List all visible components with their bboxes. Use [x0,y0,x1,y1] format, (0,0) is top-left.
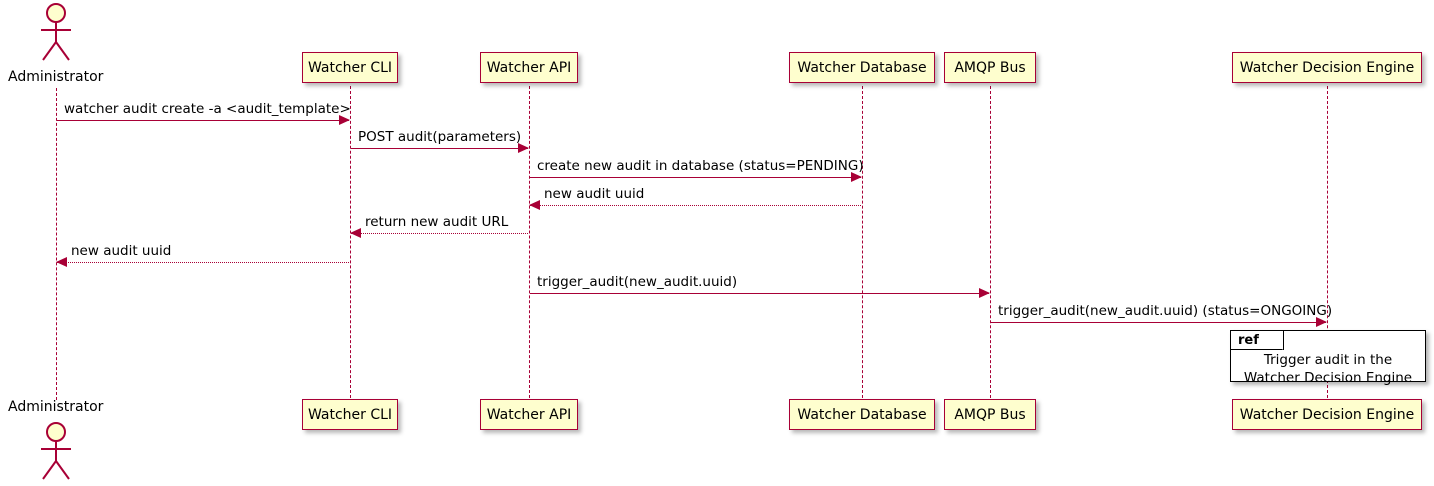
message-label: new audit uuid [544,186,645,203]
lifeline-watcher-database [862,86,863,398]
message-line [57,262,349,263]
ref-fragment-body: Trigger audit in the Watcher Decision En… [1231,352,1425,387]
actor-administrator-bottom[interactable] [32,421,80,486]
arrow-head-right-icon [1316,317,1327,327]
message-line [57,120,349,121]
actor-label-administrator-bottom: Administrator [8,399,104,415]
participant-label-watcher-database: Watcher Database [797,59,927,76]
stick-figure-actor-icon [41,3,71,61]
lifeline-amqp-bus [990,86,991,398]
message-line [351,148,528,149]
message-label: trigger_audit(new_audit.uuid) (status=ON… [998,303,1333,320]
message-line [991,322,1326,323]
lifeline-watcher-api [529,86,530,398]
lifeline-watcher-decision-engine [1327,86,1328,398]
participant-label-watcher-decision-engine-bottom: Watcher Decision Engine [1239,406,1415,423]
participant-box-watcher-decision-engine-bottom[interactable]: Watcher Decision Engine [1232,399,1422,430]
arrow-head-left-icon [350,228,361,238]
participant-label-watcher-database-bottom: Watcher Database [797,406,927,423]
participant-box-watcher-api-top[interactable]: Watcher API [480,52,578,83]
arrow-head-right-icon [518,143,529,153]
message-label: watcher audit create -a <audit_template> [64,101,351,118]
participant-label-watcher-api-bottom: Watcher API [486,406,572,423]
participant-box-watcher-database-bottom[interactable]: Watcher Database [789,399,935,430]
participant-label-watcher-decision-engine: Watcher Decision Engine [1239,59,1415,76]
ref-fragment-keyword-tab: ref [1231,331,1284,350]
participant-box-watcher-database-top[interactable]: Watcher Database [789,52,935,83]
arrow-head-right-icon [851,172,862,182]
message-label: return new audit URL [365,214,509,231]
message-label: trigger_audit(new_audit.uuid) [537,274,738,291]
participant-label-amqp-bus: AMQP Bus [954,59,1026,76]
message-label: create new audit in database (status=PEN… [537,158,864,175]
arrow-head-right-icon [979,288,990,298]
participant-label-watcher-api: Watcher API [486,59,572,76]
participant-label-watcher-cli-bottom: Watcher CLI [307,406,393,423]
message-line [351,233,528,234]
arrow-head-left-icon [56,257,67,267]
actor-administrator-top[interactable] [32,2,80,68]
ref-fragment-line-1: Trigger audit in the [1263,352,1393,368]
participant-box-watcher-cli-bottom[interactable]: Watcher CLI [302,399,398,430]
participant-label-amqp-bus-bottom: AMQP Bus [954,406,1026,423]
ref-fragment[interactable]: ref Trigger audit in the Watcher Decisio… [1230,330,1426,386]
lifeline-administrator [56,88,57,400]
lifeline-watcher-cli [350,86,351,398]
actor-label-administrator-top: Administrator [8,69,104,85]
stick-figure-actor-icon [41,422,71,480]
message-line [530,293,989,294]
message-line [530,205,861,206]
arrow-head-right-icon [339,115,350,125]
message-label: POST audit(parameters) [358,129,522,146]
participant-box-amqp-bus-top[interactable]: AMQP Bus [944,52,1036,83]
ref-fragment-keyword: ref [1238,332,1259,348]
participant-box-watcher-cli-top[interactable]: Watcher CLI [302,52,398,83]
ref-tab-corner-icon [1268,331,1283,350]
participant-label-watcher-cli: Watcher CLI [307,59,393,76]
ref-fragment-line-2: Watcher Decision Engine [1243,369,1413,386]
participant-box-amqp-bus-bottom[interactable]: AMQP Bus [944,399,1036,430]
message-label: new audit uuid [71,243,172,260]
participant-box-watcher-decision-engine-top[interactable]: Watcher Decision Engine [1232,52,1422,83]
message-line [530,177,861,178]
participant-box-watcher-api-bottom[interactable]: Watcher API [480,399,578,430]
arrow-head-left-icon [529,200,540,210]
